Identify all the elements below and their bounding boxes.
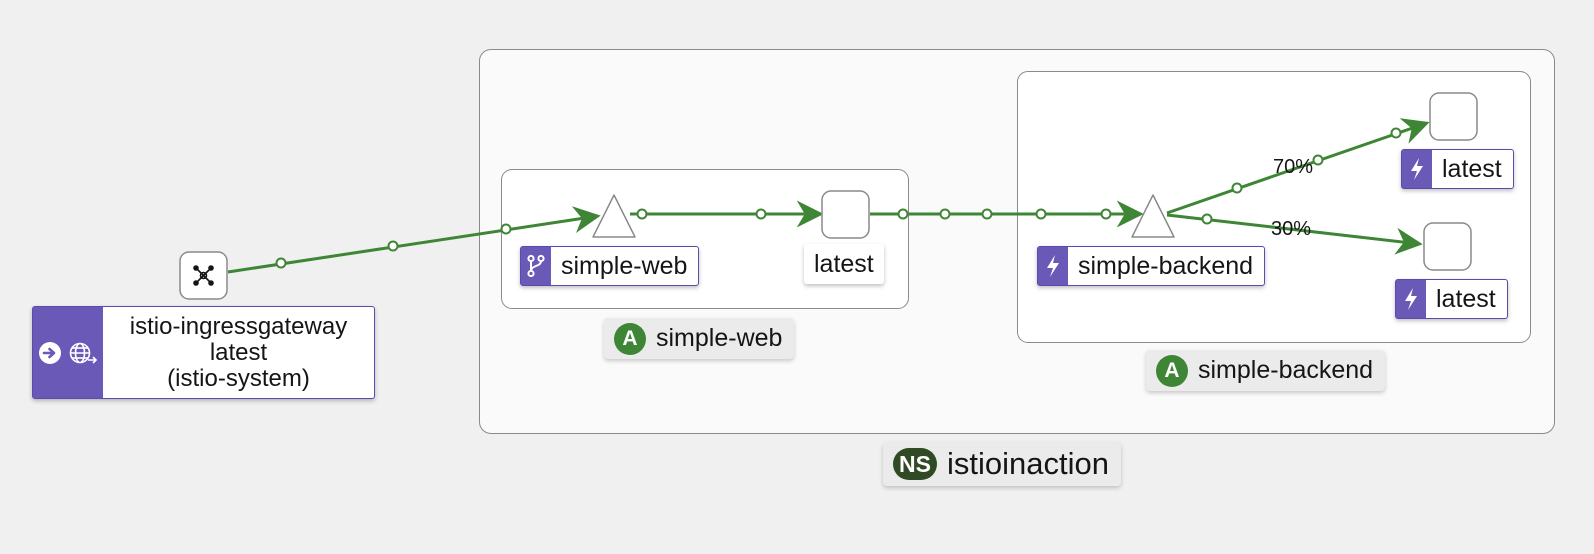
lightning-icon <box>1402 150 1432 188</box>
edge-backend-to-latest-1[interactable]: 70% <box>1166 118 1430 215</box>
service-label-text: simple-web <box>561 251 688 280</box>
namespace-badge: NS <box>893 448 937 480</box>
lightning-icon <box>1038 247 1068 285</box>
gateway-node[interactable] <box>179 251 228 300</box>
gateway-icon <box>193 265 214 286</box>
service-node-simple-web[interactable] <box>592 194 636 238</box>
lightning-icon <box>1396 280 1426 318</box>
edge-label-70: 70% <box>1273 156 1313 178</box>
edge-web-to-backend[interactable] <box>870 200 1144 228</box>
app-label-simple-web[interactable]: A simple-web <box>604 318 795 359</box>
arrow-circle-icon <box>39 341 61 364</box>
ingress-name: istio-ingressgateway <box>129 312 348 340</box>
workload-node-backend-latest-1[interactable] <box>1429 92 1478 141</box>
globe-icon <box>69 342 98 364</box>
edge-backend-to-latest-2[interactable]: 30% <box>1166 213 1423 255</box>
edge-service-to-workload[interactable] <box>630 200 824 228</box>
workload-label-backend-latest-1[interactable]: latest <box>1401 149 1514 189</box>
workload-node-simple-web[interactable] <box>821 190 870 239</box>
workload-label-simple-web[interactable]: latest <box>804 244 884 284</box>
branch-icon <box>521 247 551 285</box>
ingress-version: latest <box>209 338 268 366</box>
app-name: simple-backend <box>1198 356 1374 384</box>
workload-label-text: latest <box>1436 284 1496 313</box>
service-label-text: simple-backend <box>1078 251 1254 280</box>
gateway-icons <box>33 307 103 398</box>
app-label-simple-backend[interactable]: A simple-backend <box>1146 350 1386 391</box>
edge-label-30: 30% <box>1271 218 1311 240</box>
service-node-simple-backend[interactable] <box>1131 194 1175 238</box>
edge-ingress-to-simple-web[interactable] <box>227 206 601 274</box>
workload-label-backend-latest-2[interactable]: latest <box>1395 279 1508 319</box>
namespace-name: istioinaction <box>946 446 1109 481</box>
service-label-simple-web[interactable]: simple-web <box>520 246 700 286</box>
namespace-label[interactable]: NS istioinaction <box>883 442 1121 486</box>
workload-node-backend-latest-2[interactable] <box>1423 222 1472 271</box>
app-name: simple-web <box>656 324 783 352</box>
workload-label-text: latest <box>1442 154 1502 183</box>
workload-label-text: latest <box>814 249 874 278</box>
service-label-simple-backend[interactable]: simple-backend <box>1037 246 1266 286</box>
app-badge: A <box>614 322 646 355</box>
ingress-namespace: (istio-system) <box>167 364 310 392</box>
ingress-gateway-label[interactable]: istio-ingressgateway latest (istio-syste… <box>32 306 375 399</box>
app-badge: A <box>1156 354 1188 387</box>
